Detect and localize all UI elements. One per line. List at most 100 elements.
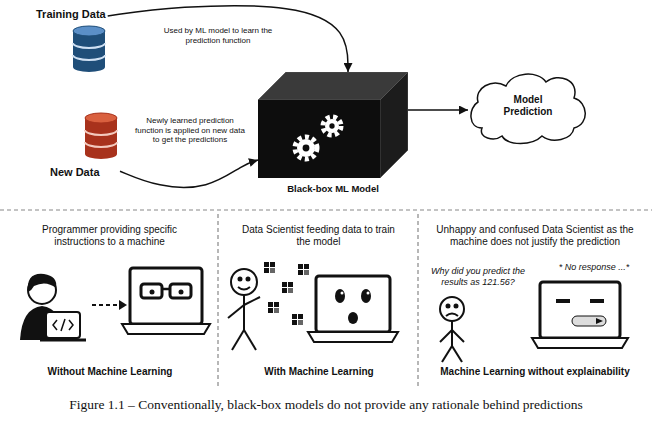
laptop-surprised (308, 276, 398, 342)
data-blocks (264, 262, 309, 325)
laptop-surprised (367, 292, 370, 295)
node-label: Training Data (36, 8, 106, 21)
flow-arrow (408, 109, 468, 111)
cube-side (380, 72, 408, 178)
cylinder-band (73, 55, 105, 60)
gear-body (325, 119, 339, 133)
cylinder-band (85, 130, 117, 135)
cylinder-body (73, 31, 105, 72)
gear-body (297, 139, 315, 157)
laptop-surprised (335, 289, 345, 303)
sad-scientist-figure (451, 321, 453, 346)
instruction-arrow (92, 304, 119, 306)
panel-title: Machine Learning without explainability (420, 366, 650, 378)
black-box-cube (258, 72, 408, 178)
gear-hole (329, 123, 334, 128)
panel-description: Unhappy and confused Data Scientist as t… (424, 224, 646, 248)
programmer-figure (46, 312, 80, 338)
panel-description: Programmer providing specific instructio… (22, 224, 197, 248)
gear-teeth (295, 137, 317, 159)
programmer-figure (61, 319, 65, 331)
instruction-arrow (92, 300, 127, 310)
new-data-store: New Data (50, 112, 118, 179)
sad-scientist-figure (442, 346, 452, 362)
speech-text: Why did you predict the results as 121.5… (424, 266, 532, 288)
edge-label: Used by ML model to learn the prediction… (160, 26, 276, 45)
data-blocks (298, 264, 309, 275)
sad-scientist-figure (455, 305, 458, 308)
data-scientist-figure (231, 269, 257, 295)
laptop-glasses (162, 288, 170, 291)
data-scientist-figure (239, 278, 242, 281)
separator (0, 210, 652, 388)
gear-hole (303, 145, 310, 152)
node-label: Black-box ML Model (287, 183, 379, 194)
sad-scientist-figure (446, 314, 458, 317)
sad-scientist-figure (452, 330, 464, 342)
instruction-arrow (119, 300, 127, 310)
laptop-surprised (348, 312, 358, 324)
database-cylinder (72, 25, 106, 73)
laptop-blank-face (540, 282, 620, 338)
cylinder-top (85, 113, 117, 123)
prediction-cloud: Model Prediction (468, 66, 588, 146)
cylinder-band (85, 142, 117, 147)
panel-title: With Machine Learning (222, 366, 416, 378)
laptop-glasses (179, 290, 184, 295)
gear-icon (295, 137, 317, 159)
data-blocks (282, 282, 293, 293)
separator (217, 214, 218, 388)
data-blocks (292, 314, 303, 325)
cylinder-body (85, 118, 117, 159)
laptop-blank-face (572, 316, 606, 326)
laptop-surprised (361, 289, 371, 303)
laptop-glasses (130, 268, 202, 324)
gear-icon (323, 117, 341, 135)
panel-description: Data Scientist feeding data to train the… (236, 224, 401, 248)
laptop-glasses (150, 290, 155, 295)
laptop-blank-face (590, 299, 604, 303)
laptop-surprised (341, 292, 344, 295)
separator (0, 209, 652, 210)
cylinder-band (73, 43, 105, 48)
connector-layer (108, 6, 468, 188)
laptop-surprised (308, 332, 398, 342)
data-scientist-figure (238, 287, 250, 290)
laptop-blank-face (556, 299, 570, 303)
data-scientist-figure (228, 305, 244, 318)
programmer-figure (20, 274, 86, 340)
data-scientist-figure (243, 295, 245, 330)
speech-text: * No response ...* (546, 262, 642, 273)
laptop-glasses (122, 324, 210, 334)
data-scientist-figure (244, 330, 256, 350)
laptop-glasses (122, 268, 210, 334)
laptop-glasses (170, 284, 191, 298)
sad-scientist-figure (440, 330, 452, 342)
laptop-blank-face (596, 318, 603, 324)
black-box-model: Black-box ML Model (258, 72, 408, 194)
separator (417, 214, 418, 388)
data-blocks (264, 262, 275, 273)
cube-front (258, 100, 380, 178)
programmer-figure (69, 320, 73, 330)
figure-caption: Figure 1.1 – Conventionally, black-box m… (4, 397, 648, 413)
edge-label: Newly learned prediction function is app… (132, 116, 248, 145)
programmer-figure (53, 320, 57, 330)
panel-title: Without Machine Learning (8, 366, 212, 378)
flow-arrow (120, 160, 258, 187)
data-scientist-figure (244, 297, 260, 305)
laptop-blank-face (532, 338, 628, 348)
data-scientist-figure (232, 330, 244, 350)
flow-arrow (108, 6, 348, 72)
training-data-store: Training Data (36, 8, 106, 73)
programmer-figure (28, 274, 56, 292)
data-scientist-figure (228, 269, 260, 350)
node-label: Model Prediction (496, 94, 560, 118)
laptop-surprised (316, 276, 390, 332)
gear-teeth (323, 117, 341, 135)
cloud-outline (471, 74, 585, 143)
data-scientist-figure (247, 278, 250, 281)
laptop-blank-face (532, 282, 628, 348)
node-label: New Data (50, 166, 100, 179)
